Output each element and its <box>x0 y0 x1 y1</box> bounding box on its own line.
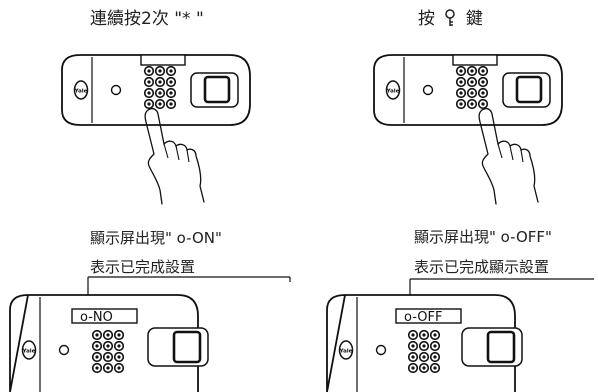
panel4-caption-line2: 表示已完成顯示設置 <box>414 258 550 276</box>
yale-logo: Yale <box>22 349 36 355</box>
display-text-3: o-NO <box>80 310 113 325</box>
lock-panel-4: Yale o-OFF <box>326 278 594 392</box>
lock-panel-2: Yale <box>373 54 563 205</box>
panel2-caption: 按 鍵 <box>418 4 483 29</box>
panel3-caption-line2: 表示已完成設置 <box>90 258 196 276</box>
lock-panel-1: Yale <box>61 54 251 205</box>
display-screen-4 <box>395 308 462 324</box>
panel2-caption-suffix: 鍵 <box>465 9 483 29</box>
display-screen-3 <box>71 308 138 324</box>
yale-logo: Yale <box>74 89 88 95</box>
key-icon <box>440 9 460 27</box>
yale-logo: Yale <box>339 349 353 355</box>
panel4-caption-line1: 顯示屏出現" o-OFF" <box>414 228 552 246</box>
display-text-4: o-OFF <box>404 310 442 325</box>
panel2-caption-prefix: 按 <box>418 9 435 29</box>
panel3-caption-line1: 顯示屏出現" o-ON" <box>90 229 222 247</box>
yale-logo: Yale <box>386 89 400 95</box>
lock-panel-3: Yale o-NO <box>9 276 291 392</box>
panel1-caption: 連續按2次 "* " <box>90 9 204 29</box>
